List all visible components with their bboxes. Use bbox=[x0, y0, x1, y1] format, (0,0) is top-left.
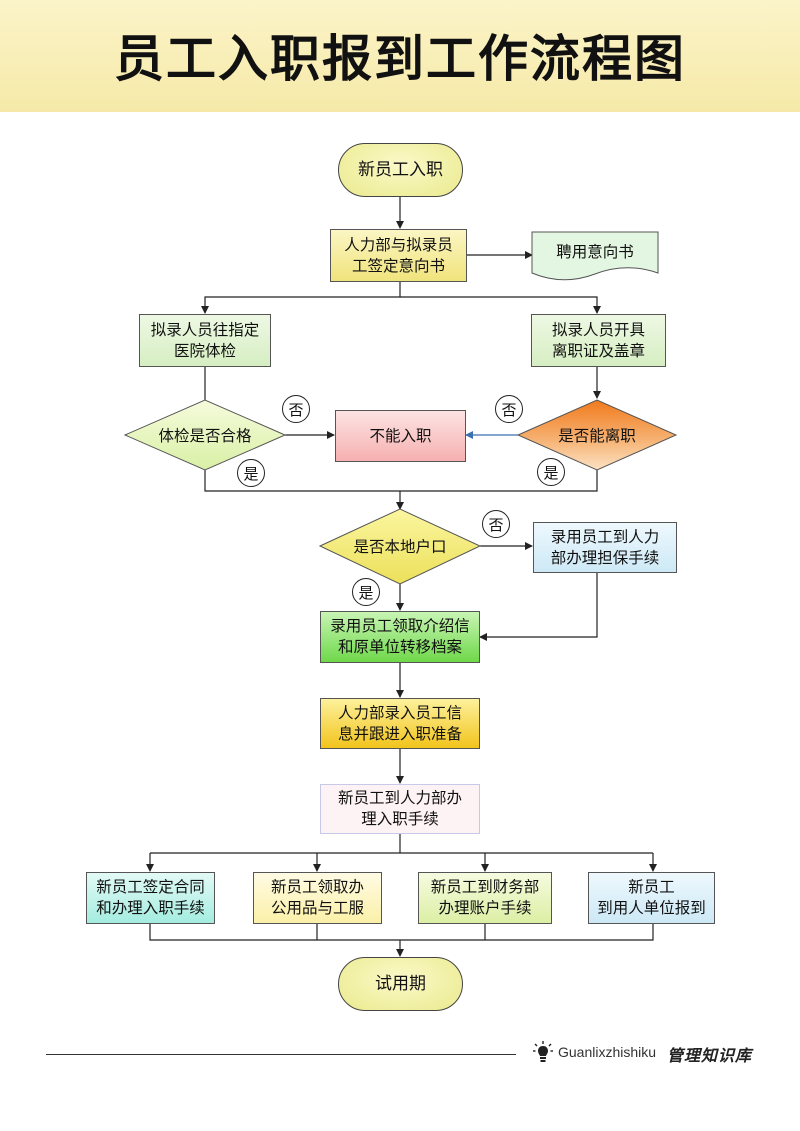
badge-yes-resign: 是 bbox=[537, 458, 565, 486]
page-title: 员工入职报到工作流程图 bbox=[114, 30, 686, 88]
edge-guarantee-transfer bbox=[479, 573, 598, 641]
node-end[interactable]: 试用期 bbox=[338, 957, 463, 1011]
node-report[interactable]: 新员工 到用人单位报到 bbox=[588, 872, 715, 924]
footer-brand: Guanlixzhishiku bbox=[558, 1044, 657, 1060]
connectors bbox=[146, 197, 657, 957]
node-sign-intent[interactable]: 人力部与拟录员 工签定意向书 bbox=[330, 229, 467, 282]
edge-sign-resign bbox=[400, 296, 601, 314]
edge-bottom-bus bbox=[149, 924, 654, 941]
diamond-medical-check bbox=[123, 399, 287, 471]
footer-brand-cn: 管理知识库 bbox=[667, 1046, 753, 1065]
node-resign-cert[interactable]: 拟录人员开具 离职证及盖章 bbox=[531, 314, 666, 367]
node-guarantee[interactable]: 录用员工到人力 部办理担保手续 bbox=[533, 522, 677, 573]
diamond-local-hukou bbox=[318, 508, 482, 585]
badge-no-medical: 否 bbox=[282, 395, 310, 423]
badge-yes-hukou: 是 bbox=[352, 578, 380, 606]
node-hr-procedure[interactable]: 新员工到人力部办 理入职手续 bbox=[320, 784, 480, 834]
label-local-hukou[interactable]: 是否本地户口 bbox=[353, 538, 447, 556]
node-finance[interactable]: 新员工到财务部 办理账户手续 bbox=[418, 872, 552, 924]
node-contract[interactable]: 新员工签定合同 和办理入职手续 bbox=[86, 872, 215, 924]
edge-sign-medical bbox=[201, 282, 401, 314]
node-medical-exam[interactable]: 拟录人员往指定 医院体检 bbox=[139, 314, 271, 367]
label-can-resign[interactable]: 是否能离职 bbox=[558, 427, 636, 445]
node-cannot-join[interactable]: 不能入职 bbox=[335, 410, 466, 462]
edge-resign-yes bbox=[400, 470, 598, 492]
badge-no-resign: 否 bbox=[495, 395, 523, 423]
badge-yes-medical: 是 bbox=[237, 459, 265, 487]
document-offer-letter bbox=[531, 231, 659, 281]
diamond-can-resign bbox=[516, 399, 678, 471]
header-band bbox=[0, 0, 800, 112]
node-offer-letter[interactable]: 聘用意向书 bbox=[556, 242, 634, 261]
node-hr-record[interactable]: 人力部录入员工信 息并跟进入职准备 bbox=[320, 698, 480, 749]
edge-check-yes bbox=[204, 470, 400, 492]
label-medical-check[interactable]: 体检是否合格 bbox=[158, 427, 252, 445]
node-start[interactable]: 新员工入职 bbox=[338, 143, 463, 197]
node-supplies[interactable]: 新员工领取办 公用品与工服 bbox=[253, 872, 382, 924]
footer-divider bbox=[46, 1054, 516, 1055]
lightbulb-icon bbox=[533, 1041, 553, 1062]
badge-no-hukou: 否 bbox=[482, 510, 510, 538]
node-transfer-files[interactable]: 录用员工领取介绍信 和原单位转移档案 bbox=[320, 611, 480, 663]
